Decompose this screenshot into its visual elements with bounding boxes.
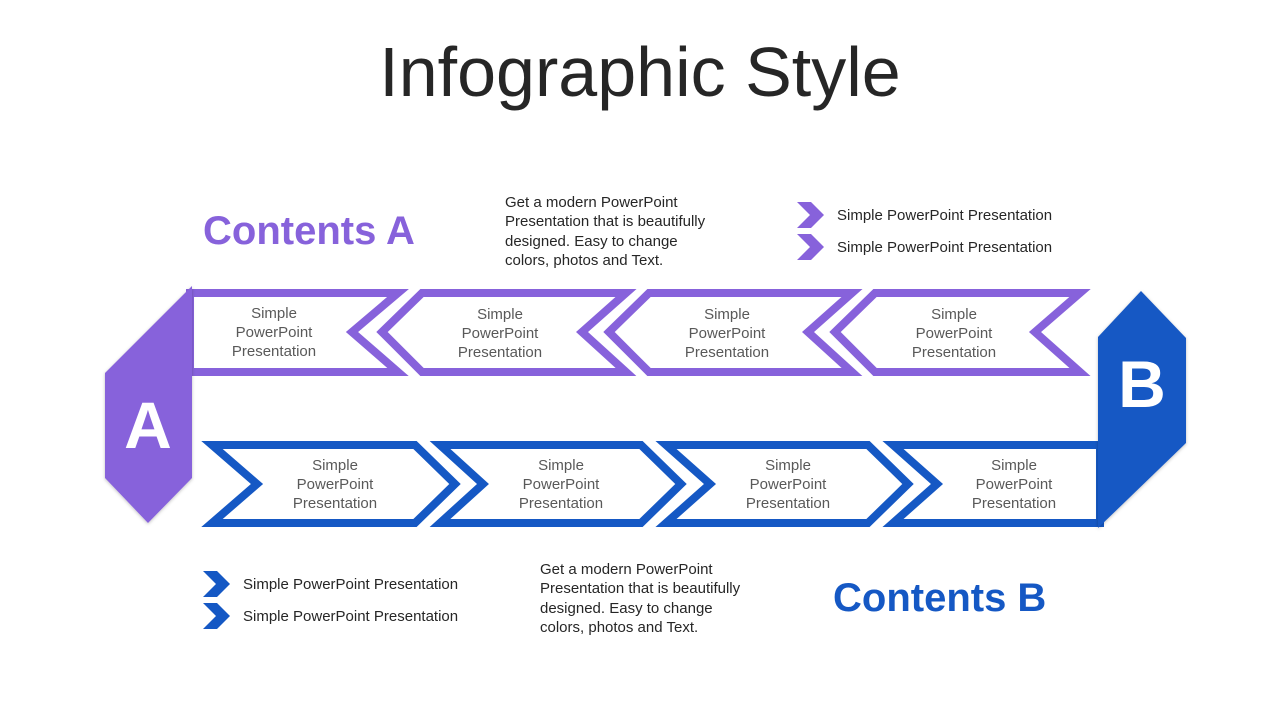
description-line: Presentation that is beautifully (540, 580, 741, 598)
contents-a-bullets: Simple PowerPoint Presentation Simple Po… (797, 202, 1052, 266)
bullet-item: Simple PowerPoint Presentation (203, 603, 458, 629)
description-line: colors, photos and Text. (540, 618, 699, 636)
chevron-right-icon (797, 234, 824, 260)
step-a-4-shape (829, 289, 1091, 376)
step-b-1-shape (201, 441, 461, 527)
chevron-right-icon (203, 603, 230, 629)
contents-a-heading: Contents A (203, 209, 415, 253)
bullet-item: Simple PowerPoint Presentation (797, 234, 1052, 260)
description-line: Get a modern PowerPoint (540, 561, 713, 578)
description-line: Get a modern PowerPoint (505, 194, 678, 211)
bullet-label: Simple PowerPoint Presentation (837, 206, 1053, 224)
bullet-label: Simple PowerPoint Presentation (243, 575, 459, 593)
step-b-2-shape (429, 441, 687, 527)
contents-b-bullets: Simple PowerPoint Presentation Simple Po… (203, 571, 458, 635)
bullet-label: Simple PowerPoint Presentation (243, 607, 459, 625)
chevron-right-icon (203, 571, 230, 597)
bullet-item: Simple PowerPoint Presentation (203, 571, 458, 597)
page-title: Infographic Style (379, 33, 901, 111)
chevron-right-icon (797, 202, 824, 228)
bullet-item: Simple PowerPoint Presentation (797, 202, 1052, 228)
contents-b-description: Get a modern PowerPoint Presentation tha… (540, 560, 770, 637)
step-b-4-shape (882, 441, 1104, 527)
badge-a-shape (105, 286, 192, 523)
step-a-3-shape (603, 289, 863, 376)
bullet-label: Simple PowerPoint Presentation (837, 238, 1053, 256)
badge-b-letter: B (1118, 347, 1166, 421)
contents-b-heading: Contents B (833, 576, 1047, 620)
contents-a-description: Get a modern PowerPoint Presentation tha… (505, 193, 735, 270)
badge-a-letter: A (124, 388, 172, 462)
step-b-3-shape (655, 441, 914, 527)
description-line: Presentation that is beautifully (505, 213, 706, 231)
step-a-2-shape (376, 289, 637, 376)
badge-b-shape (1098, 291, 1186, 528)
description-line: colors, photos and Text. (505, 251, 664, 269)
description-line: designed. Easy to change (505, 232, 678, 250)
description-line: designed. Easy to change (540, 599, 713, 617)
